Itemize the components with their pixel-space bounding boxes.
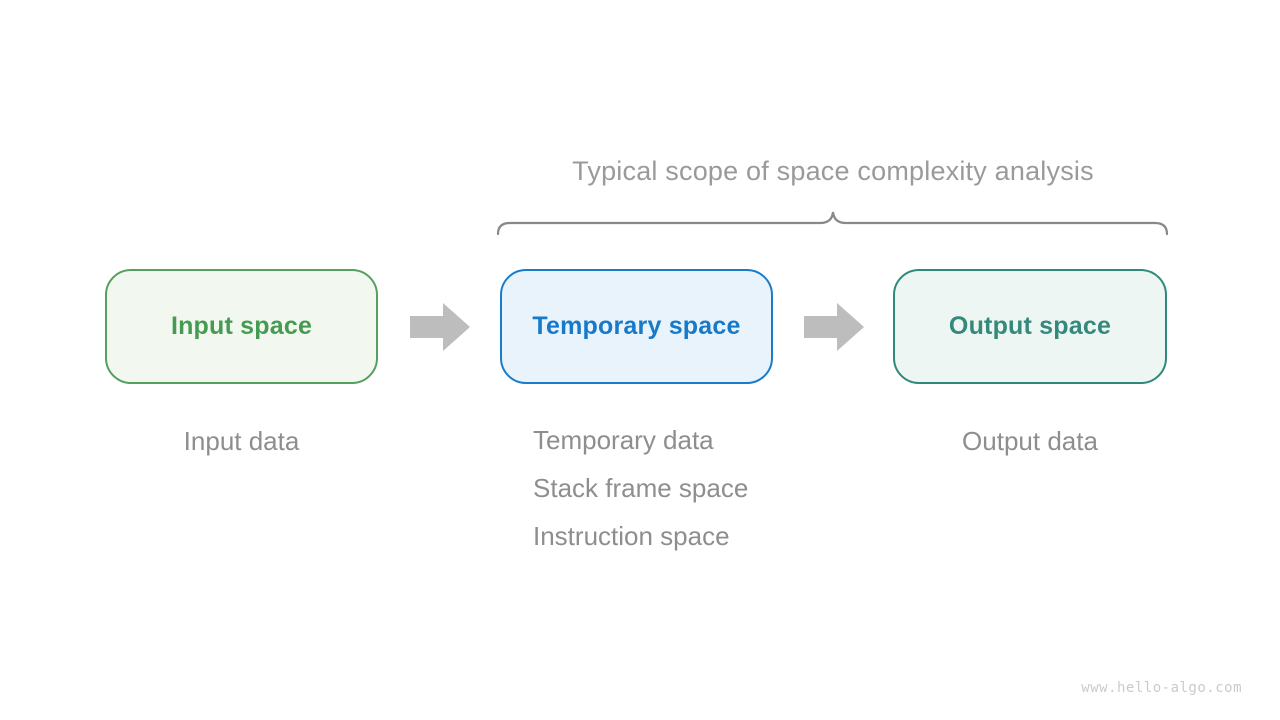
right-arrow-icon — [804, 303, 864, 351]
scope-brace — [496, 211, 1169, 236]
temporary-space-notes: Temporary data Stack frame space Instruc… — [533, 416, 748, 560]
box-input-space: Input space — [105, 269, 378, 384]
box-output-space: Output space — [893, 269, 1167, 384]
box-temporary-space: Temporary space — [500, 269, 773, 384]
diagram-title: Typical scope of space complexity analys… — [572, 156, 1094, 186]
input-space-note: Input data — [183, 426, 300, 456]
right-arrow-icon — [410, 303, 470, 351]
temporary-space-note: Stack frame space — [533, 473, 749, 503]
box-input-space-label: Input space — [170, 312, 313, 340]
box-temporary-space-label: Temporary space — [532, 312, 741, 340]
temporary-space-note: Temporary data — [533, 425, 714, 455]
box-output-space-label: Output space — [948, 312, 1112, 340]
watermark: www.hello-algo.com — [1081, 680, 1242, 696]
output-space-note: Output data — [962, 426, 1098, 456]
temporary-space-note: Instruction space — [533, 521, 730, 551]
